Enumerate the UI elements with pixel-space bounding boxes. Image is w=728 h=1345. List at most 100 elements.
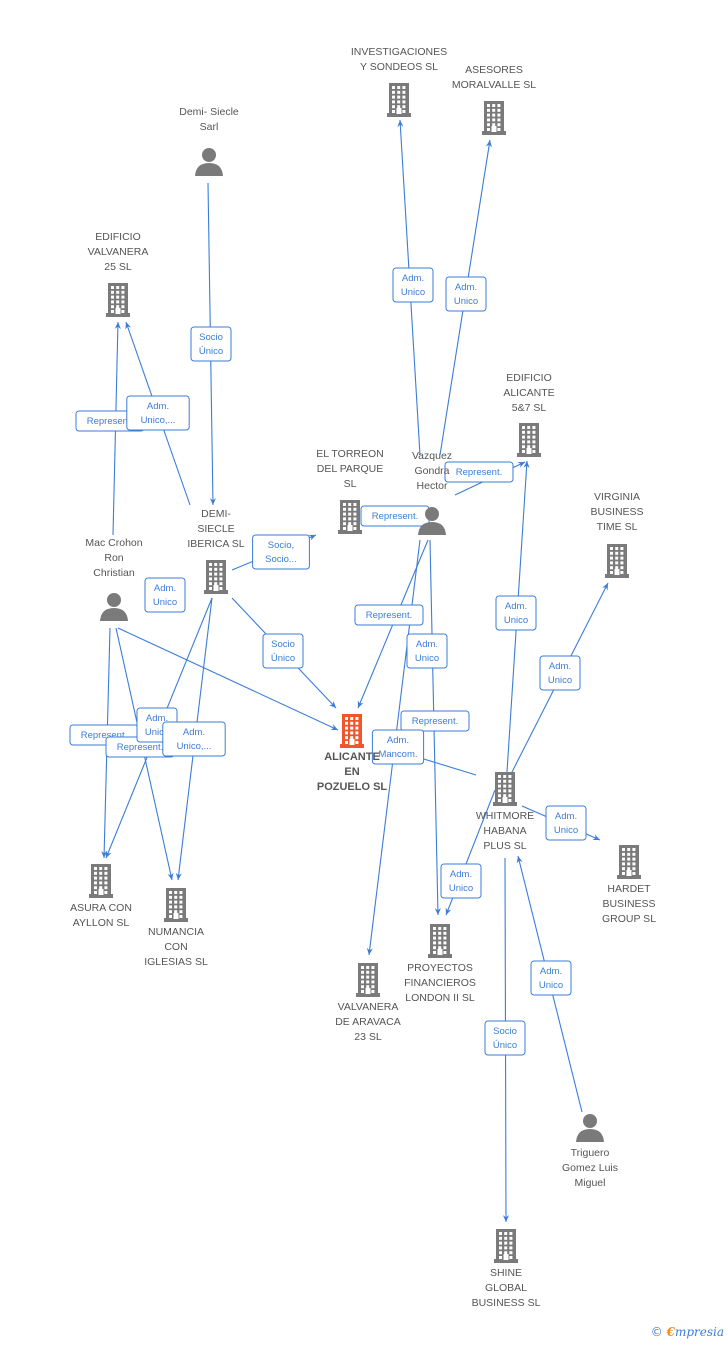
building-icon — [494, 1229, 518, 1263]
edge-label-text: Unico — [145, 727, 169, 738]
edge-label-text: Represent. — [366, 610, 412, 621]
edge-label-vgh-to-pfl[interactable]: Adm. Unico — [406, 633, 448, 669]
node-label-line: Christian — [93, 567, 135, 579]
node-label-line: ALICANTE — [503, 387, 554, 399]
building-icon — [428, 924, 452, 958]
node-label-line: EDIFICIO — [506, 372, 552, 384]
node-label-line: Hector — [417, 480, 448, 492]
node-label-line: 25 SL — [104, 261, 132, 273]
edge-label-dsi-to-torreon[interactable]: Socio,Socio... — [252, 534, 310, 570]
node-label-line: DEMI- — [201, 508, 231, 520]
edge-label-text: Unico — [153, 597, 177, 608]
edge-label-text: Unico — [539, 980, 563, 991]
edge-label-vgh-to-alicante[interactable]: Represent. — [354, 604, 424, 626]
building-icon — [204, 560, 228, 594]
edge-label-text: Adm. — [416, 639, 438, 650]
node-label-line: VIRGINIA — [594, 491, 640, 503]
edge-label-text: Unico — [504, 615, 528, 626]
edge-label-tglm-to-whb[interactable]: Adm. Unico — [530, 960, 572, 996]
edge-label-text: Unico — [415, 653, 439, 664]
edge-label-text: Mancom. — [378, 749, 417, 760]
edge-label-text: Represent. — [372, 511, 418, 522]
node-label-line: LONDON II SL — [405, 992, 475, 1004]
edge-label-text: Único — [271, 653, 295, 664]
edge-label-text: Unico,... — [177, 741, 212, 752]
edge-label-whb-to-ea587[interactable]: Adm.Unico — [495, 595, 537, 631]
node-label-line: VALVANERA — [338, 1001, 399, 1013]
node-label-line: EN — [344, 766, 359, 778]
node-label-line: Miguel — [575, 1177, 606, 1189]
edge-label-text: Adm. — [549, 661, 571, 672]
node-alicante[interactable]: ALICANTE EN POZUELO SL — [317, 714, 388, 793]
edge-label-dsi-to-ev25[interactable]: Adm.Unico,... — [126, 395, 190, 431]
edge-label-text: Represent. — [456, 467, 502, 478]
building-icon — [517, 423, 541, 457]
node-label-line: EL TORREON — [316, 448, 384, 460]
node-label-line: Gomez Luis — [562, 1162, 618, 1174]
edge-label-vgh-to-ea587[interactable]: Represent. — [444, 461, 514, 483]
edge-label-text: Unico — [454, 296, 478, 307]
edge-label-text: Adm. — [183, 727, 205, 738]
node-label-line: Ron — [104, 552, 123, 564]
node-label-line: TIME SL — [597, 521, 638, 533]
empresia-footer[interactable]: © €mpresia — [651, 1325, 724, 1339]
edge-label-text: Adm. — [146, 713, 168, 724]
edge-label-vgh-to-torreon[interactable]: Represent. — [360, 505, 430, 527]
node-label-line: ALICANTE — [324, 751, 380, 763]
node-label-line: GLOBAL — [485, 1282, 527, 1294]
node-label-line: BUSINESS — [602, 898, 655, 910]
edge-label-text: Adm. — [402, 273, 424, 284]
edge-label-whb-to-vbt[interactable]: Adm. Unico — [539, 655, 581, 691]
edge-label-dsi-to-numancia[interactable]: Adm. Unico,... — [162, 721, 226, 757]
edge-label-text: Represent. — [87, 416, 133, 427]
edge-label-text: Unico — [548, 675, 572, 686]
node-label-line: BUSINESS SL — [472, 1297, 541, 1309]
edge-label-mcrc-to-alicante[interactable]: Adm. Unico — [144, 577, 186, 613]
edge-label-vgh-to-va23[interactable]: Represent. — [400, 710, 470, 732]
edges-layer — [101, 119, 609, 1223]
node-label-line: Triguero — [571, 1147, 610, 1159]
edge-label-whb-to-alicante[interactable]: Adm.Mancom. — [371, 729, 425, 765]
node-label-line: Vazquez — [412, 450, 452, 462]
edge-label-text: Adm. — [154, 583, 176, 594]
edge-label-whb-to-hbg[interactable]: Adm.Unico — [545, 805, 587, 841]
node-label-line: POZUELO SL — [317, 781, 388, 793]
node-label-line: SIECLE — [197, 523, 234, 535]
node-label-line: Mac Crohon — [85, 537, 142, 549]
edge-label-vgh-to-inv[interactable]: Adm.Unico — [392, 267, 434, 303]
node-label-line: NUMANCIA — [148, 926, 204, 938]
node-label-line: INVESTIGACIONES — [351, 46, 447, 58]
edge-label-text: Socio — [199, 332, 223, 343]
edge-label-text: Socio — [271, 639, 295, 650]
node-label-line: HARDET — [607, 883, 651, 895]
building-icon — [338, 500, 362, 534]
node-label-line: VALVANERA — [88, 246, 149, 258]
node-label-line: CON — [164, 941, 187, 953]
edge-label-whb-to-pfl[interactable]: Adm.Unico — [440, 863, 482, 899]
edge-label-vgh-to-ase[interactable]: Adm.Unico — [445, 276, 487, 312]
edge-label-text: Adm. — [540, 966, 562, 977]
